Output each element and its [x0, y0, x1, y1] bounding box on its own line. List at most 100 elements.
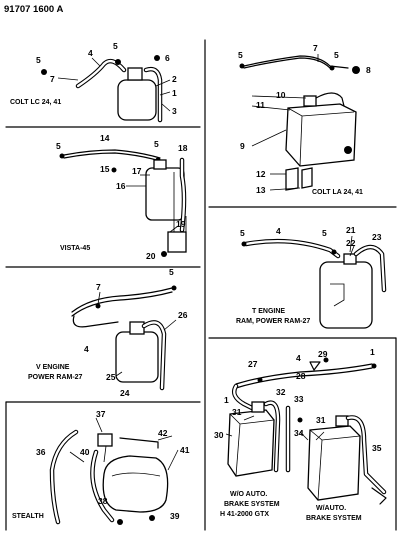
bolt [117, 519, 123, 525]
callout-4: 4 [88, 48, 93, 58]
bolt [149, 515, 155, 521]
panel-caption: V ENGINE [36, 364, 70, 371]
callout-5: 5 [238, 50, 243, 60]
reserve-tank [115, 331, 159, 383]
panel-t-engine: 5 4 5 21 22 23 T ENGINE RAM, POWER RAM-2… [236, 225, 387, 329]
panel-caption: T ENGINE [252, 308, 285, 315]
tank-cap [153, 159, 167, 170]
reserve-tank [319, 261, 373, 329]
tank-cap [335, 415, 349, 427]
clamp [297, 417, 303, 423]
clamp [171, 285, 177, 291]
callout-12: 12 [256, 169, 266, 179]
callout-7: 7 [50, 74, 55, 84]
callout-14: 14 [100, 133, 110, 143]
callout-30: 30 [214, 430, 224, 440]
clamp [331, 249, 337, 255]
callout-23: 23 [372, 232, 382, 242]
bolt [344, 146, 352, 154]
panel-caption: W/AUTO. [316, 505, 346, 512]
callout-26: 26 [178, 310, 188, 320]
reserve-tank [307, 425, 361, 501]
callout-18: 18 [178, 143, 188, 153]
callout-5: 5 [240, 228, 245, 238]
panel-caption: STEALTH [12, 513, 44, 520]
callout-21: 21 [346, 225, 356, 235]
callout-8: 8 [366, 65, 371, 75]
tank-cap [251, 401, 265, 413]
clamp [59, 153, 65, 159]
tank-cap [343, 253, 357, 265]
callout-24: 24 [120, 388, 130, 398]
clamp [154, 55, 160, 61]
panel-caption: POWER RAM-27 [28, 374, 83, 381]
panel-caption: BRAKE SYSTEM [224, 501, 280, 508]
callout-42: 42 [158, 428, 168, 438]
callout-41: 41 [180, 445, 190, 455]
callout-7: 7 [313, 43, 318, 53]
panel-colt-lc: 4 5 5 6 7 2 1 3 COLT LC 24, 41 [10, 41, 177, 123]
tank-cap [97, 433, 113, 447]
clamp [257, 377, 263, 383]
bolt [161, 251, 167, 257]
callout-5: 5 [113, 41, 118, 51]
bracket [167, 231, 187, 253]
callout-28: 28 [296, 371, 306, 381]
callout-9: 9 [240, 141, 245, 151]
callout-40: 40 [80, 447, 90, 457]
callout-1: 1 [172, 88, 177, 98]
callout-5: 5 [169, 267, 174, 277]
tank-cap [127, 67, 143, 81]
part-number-header: 91707 1600 A [4, 4, 63, 15]
clamp [323, 357, 329, 363]
callout-15: 15 [100, 164, 110, 174]
callout-5: 5 [56, 141, 61, 151]
reserve-tank [227, 409, 275, 477]
panel-caption: COLT LA 24, 41 [312, 189, 363, 196]
reserve-tank [117, 79, 157, 121]
callout-3: 3 [172, 106, 177, 116]
callout-38: 38 [98, 496, 108, 506]
clamp [115, 59, 121, 65]
reserve-tank [102, 455, 169, 513]
panel-frames [5, 39, 397, 531]
clamp [371, 363, 377, 369]
callout-13: 13 [256, 185, 266, 195]
clamp [329, 65, 335, 71]
panel-caption: RAM, POWER RAM-27 [236, 318, 310, 325]
callout-19: 19 [176, 219, 186, 229]
callout-7: 7 [96, 282, 101, 292]
reserve-tank [285, 103, 357, 167]
callout-32: 32 [276, 387, 286, 397]
bolt [352, 66, 360, 74]
callout-5: 5 [322, 228, 327, 238]
callout-2: 2 [172, 74, 177, 84]
callout-4: 4 [296, 353, 301, 363]
clamp [95, 303, 101, 309]
callout-33: 33 [294, 394, 304, 404]
tank-cap [303, 95, 317, 107]
panel-caption: W/O AUTO. [230, 491, 267, 498]
callout-35: 35 [372, 443, 382, 453]
callout-39: 39 [170, 511, 180, 521]
panel-caption: BRAKE SYSTEM [306, 515, 362, 522]
reserve-tank [145, 167, 185, 221]
callout-11: 11 [256, 100, 265, 110]
clamp [239, 63, 245, 69]
clamp [41, 69, 47, 75]
callout-5: 5 [334, 50, 339, 60]
clamp [111, 167, 117, 173]
callout-25: 25 [106, 372, 116, 382]
callout-31: 31 [316, 415, 326, 425]
panel-v-engine: 5 7 4 26 25 24 V ENGINE POWER RAM-27 [28, 267, 188, 398]
panel-colt-la: 5 7 5 8 10 11 9 12 13 COLT LA 24, 41 [238, 43, 371, 196]
callout-1: 1 [224, 395, 229, 405]
callout-17: 17 [132, 166, 142, 176]
callout-22: 22 [346, 238, 356, 248]
panel-caption: H 41-2000 GTX [220, 511, 269, 518]
callout-36: 36 [36, 447, 46, 457]
callout-4: 4 [84, 344, 89, 354]
panel-stealth: 37 42 41 36 40 38 39 STEALTH [12, 409, 190, 525]
